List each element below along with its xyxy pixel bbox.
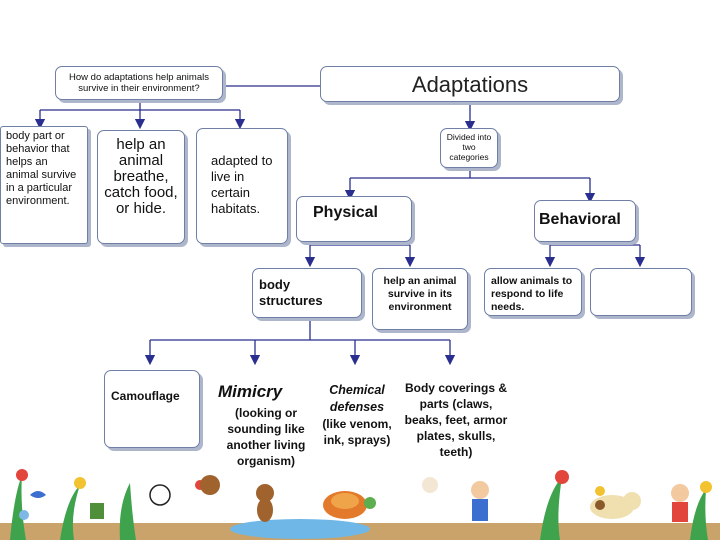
mimicry-desc: (looking or sounding like another living… xyxy=(226,406,306,468)
behavioral-box: Behavioral xyxy=(534,200,636,242)
body-coverings-text: Body coverings & parts (claws, beaks, fe… xyxy=(404,381,508,459)
camouflage-box: Camouflage xyxy=(104,370,200,448)
behavioral-label: Behavioral xyxy=(539,211,621,228)
question-text: How do adaptations help animals survive … xyxy=(69,72,209,94)
chemical-title: Chemical defenses xyxy=(329,383,385,414)
behavioral-purpose-text: allow animals to respond to life needs. xyxy=(491,275,573,313)
mimicry-block: Mimicry (looking or sounding like anothe… xyxy=(216,382,316,469)
habitats-box: adapted to live in certain habitats. xyxy=(196,128,288,244)
cartoon-animals-illustration xyxy=(0,469,720,540)
behavioral-detail-box xyxy=(590,268,692,316)
question-box: How do adaptations help animals survive … xyxy=(55,66,223,100)
chemical-desc: (like venom, ink, sprays) xyxy=(322,417,392,447)
chemical-block: Chemical defenses (like venom, ink, spra… xyxy=(312,382,402,448)
physical-label: Physical xyxy=(313,204,378,221)
definition-box: body part or behavior that helps an anim… xyxy=(0,126,88,244)
physical-box: Physical xyxy=(296,196,412,242)
divided-text: Divided into two categories xyxy=(446,132,492,162)
definition-text: body part or behavior that helps an anim… xyxy=(6,130,77,207)
mimicry-title: Mimicry xyxy=(218,382,283,401)
behavioral-purpose-box: allow animals to respond to life needs. xyxy=(484,268,582,316)
body-structures-text: body structures xyxy=(259,277,323,308)
divided-box: Divided into two categories xyxy=(440,128,498,168)
purpose-text: help an animal breathe, catch food, or h… xyxy=(104,136,178,217)
physical-purpose-text: help an animal survive in its environmen… xyxy=(383,275,457,313)
purpose-box: help an animal breathe, catch food, or h… xyxy=(97,130,185,244)
camouflage-label: Camouflage xyxy=(111,389,180,403)
title-box: Adaptations xyxy=(320,66,620,102)
habitats-text: adapted to live in certain habitats. xyxy=(211,153,273,216)
body-structures-box: body structures xyxy=(252,268,362,318)
page-title: Adaptations xyxy=(411,72,529,97)
physical-purpose-box: help an animal survive in its environmen… xyxy=(372,268,468,330)
body-coverings-block: Body coverings & parts (claws, beaks, fe… xyxy=(404,380,508,460)
